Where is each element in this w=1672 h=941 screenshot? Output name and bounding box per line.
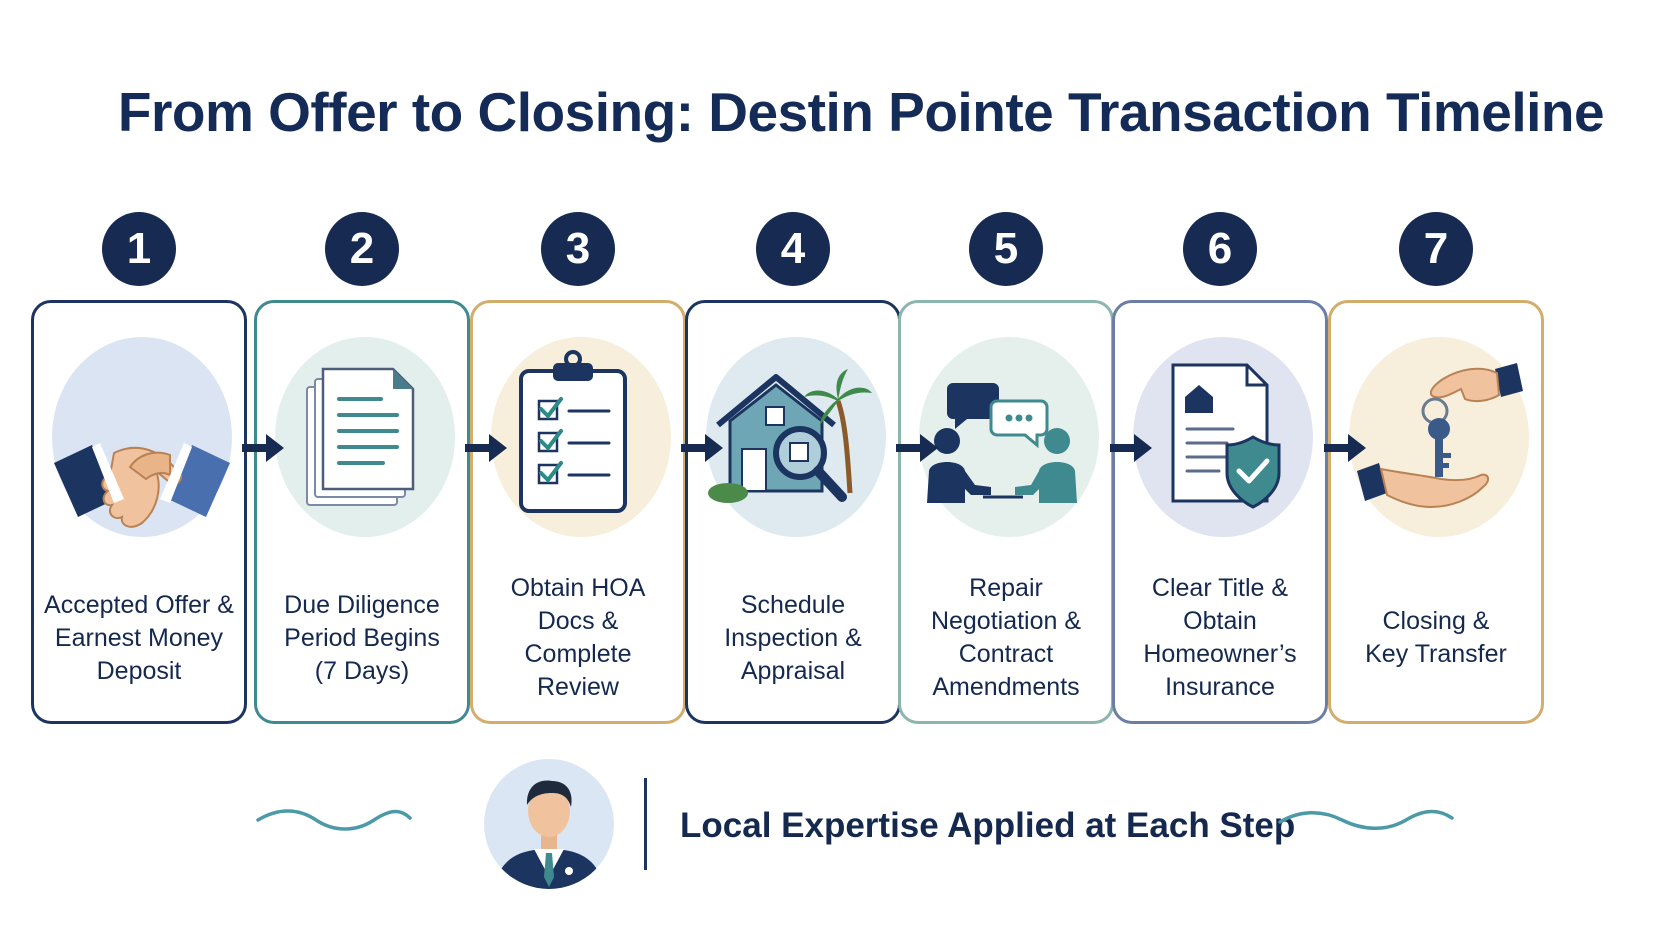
step-label-line: Period Begins [284, 623, 440, 652]
clipboard-checklist-icon [519, 350, 627, 513]
step-card: Closing & Key Transfer [1328, 300, 1544, 724]
step-label-line: Earnest Money [54, 623, 224, 652]
step-label-line: Appraisal [740, 656, 846, 685]
step-label-line: Inspection & [724, 623, 862, 652]
step-label-line: Due Diligence [284, 590, 440, 619]
step-number-badge: 5 [969, 212, 1043, 286]
key-transfer-icon [1357, 363, 1523, 509]
arrow-right-icon [1324, 434, 1366, 462]
arrow-right-icon [1110, 434, 1152, 462]
step-label-line: Obtain HOA Docs & [510, 574, 646, 635]
footer-divider [644, 778, 647, 870]
step-number-badge: 3 [541, 212, 615, 286]
negotiation-icon [927, 383, 1077, 503]
house-inspection-icon [708, 369, 872, 503]
timeline-step-7: 7 Closing & Key Transfer [1328, 212, 1544, 724]
step-label-line: Repair Negotiation & [930, 574, 1082, 635]
step-label-line: Key Transfer [1365, 640, 1507, 668]
step-number-badge: 1 [102, 212, 176, 286]
right-wave-decoration [1278, 809, 1454, 830]
step-label-line: Schedule [740, 590, 846, 619]
step-label-line: Homeowner’s [1143, 640, 1297, 668]
page-title: From Offer to Closing: Destin Pointe Tra… [117, 81, 1605, 143]
step-number-badge: 4 [756, 212, 830, 286]
step-label-line: (7 Days) [314, 656, 410, 685]
arrow-right-icon [896, 434, 938, 462]
document-icon [306, 367, 415, 506]
step-label-line: Contract [958, 640, 1054, 668]
step-number-badge: 2 [325, 212, 399, 286]
step-label: Obtain HOA Docs &Complete Review [481, 573, 675, 703]
timeline-step-3: 3 Obtain HOA Docs &Complete Review [470, 212, 686, 724]
step-number-badge: 6 [1183, 212, 1257, 286]
handshake-icon [54, 443, 230, 528]
step-label-line: Accepted Offer & [44, 590, 234, 619]
title-insurance-icon [1171, 363, 1281, 509]
step-label-line: Deposit [96, 656, 182, 685]
step-label-line: Complete Review [524, 640, 632, 701]
step-card: Obtain HOA Docs &Complete Review [470, 300, 686, 724]
left-wave-decoration [256, 809, 412, 831]
step-label-line: Amendments [932, 673, 1080, 701]
step-label-line: Insurance [1165, 673, 1275, 701]
step-label: Closing & Key Transfer [1339, 573, 1533, 703]
step-number-badge: 7 [1399, 212, 1473, 286]
agent-avatar-icon [484, 759, 614, 889]
step-label-line: Closing & [1382, 607, 1490, 635]
step-label-line: Clear Title & [1151, 574, 1289, 602]
arrow-right-icon [465, 434, 507, 462]
arrow-right-icon [681, 434, 723, 462]
footer-tagline: Local Expertise Applied at Each Step [680, 806, 1296, 845]
step-label-line: Obtain [1183, 607, 1257, 635]
arrow-right-icon [242, 434, 284, 462]
